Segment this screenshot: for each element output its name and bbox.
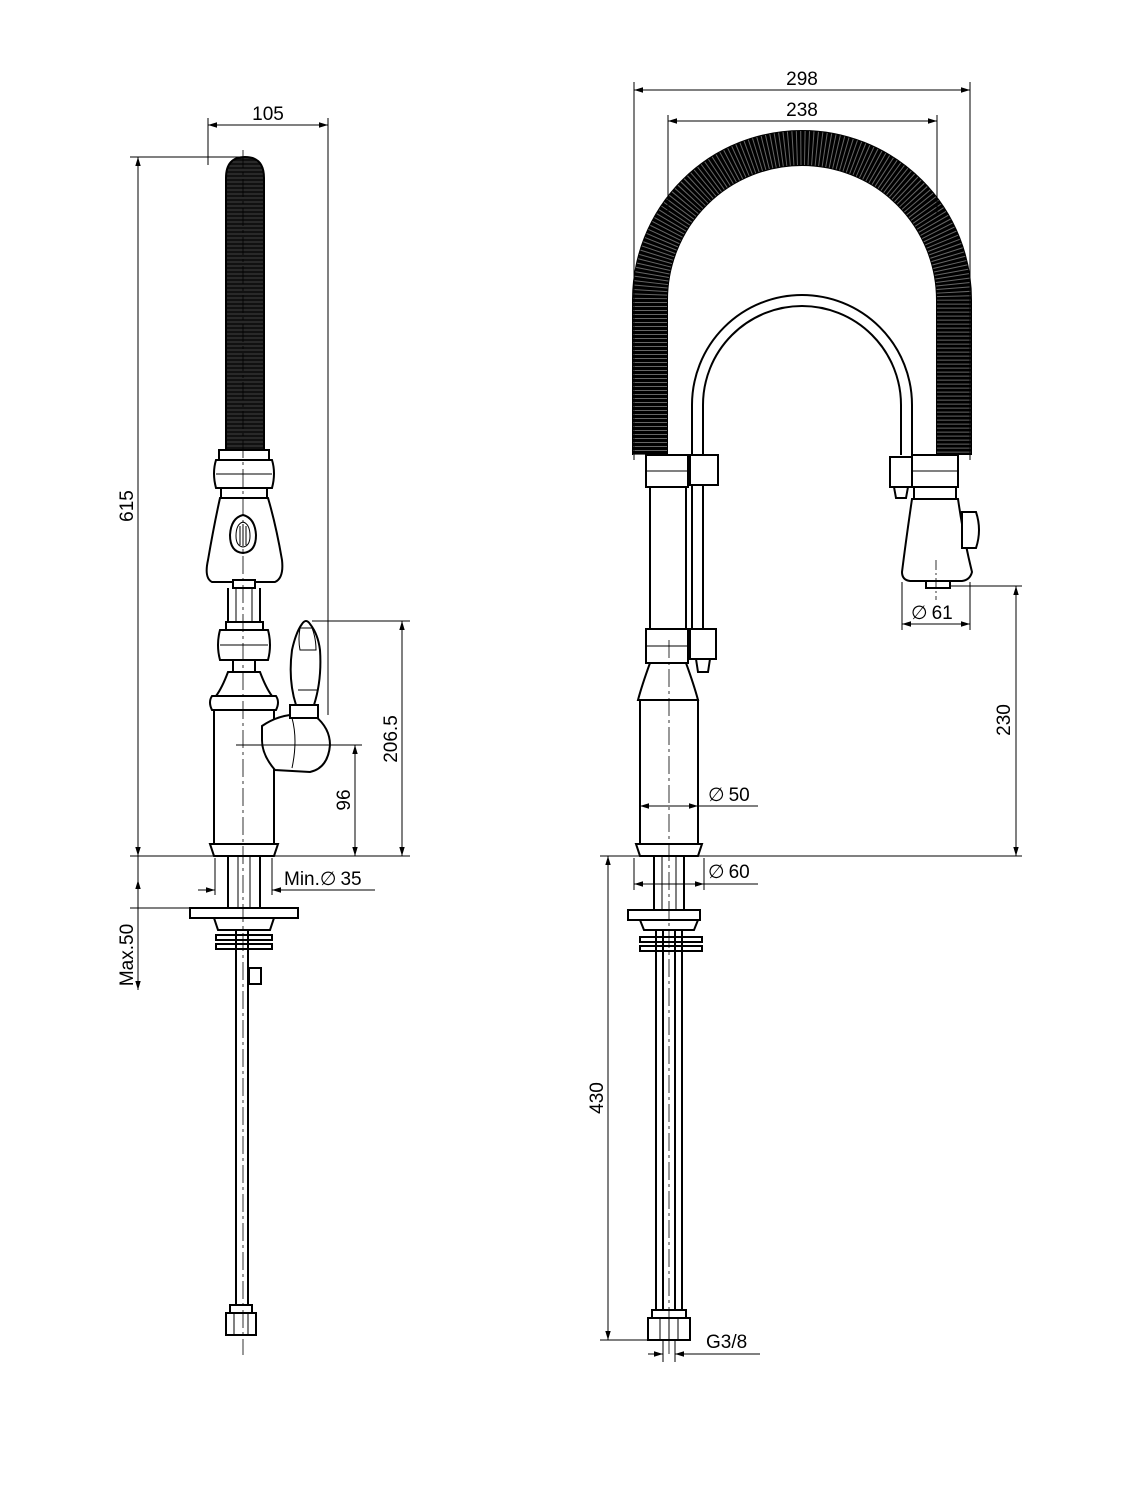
- front-underdeck: [627, 856, 703, 1341]
- diameter-symbol: ∅: [911, 603, 928, 624]
- dim-deck-max-label: Max.50: [117, 924, 138, 986]
- side-view: 105 615 206.5 96 Min.∅: [117, 104, 410, 1355]
- front-hose: [632, 130, 972, 455]
- dim-deck-max: Max.50: [117, 856, 190, 990]
- side-neck: [214, 588, 274, 697]
- svg-text:∅50: ∅50: [708, 785, 750, 806]
- spray-button-icon-front: [961, 511, 980, 549]
- dim-spout-height-label: 230: [994, 704, 1015, 736]
- svg-text:Min.∅35: Min.∅35: [284, 869, 362, 890]
- dim-thread: G3/8: [648, 1332, 760, 1362]
- dim-inner-width: 238: [667, 100, 938, 215]
- svg-text:∅60: ∅60: [708, 862, 750, 883]
- diameter-symbol: ∅: [708, 862, 725, 883]
- dim-hole-min-label: Min.: [284, 869, 320, 890]
- dim-supply-length-label: 430: [587, 1082, 608, 1114]
- dim-outer-width: 298: [633, 69, 971, 460]
- dim-body-diameter: ∅50: [640, 785, 758, 809]
- dim-spray-diameter-label: 61: [932, 603, 953, 624]
- dim-height-total-label: 615: [117, 490, 138, 522]
- side-spray-head: [205, 449, 284, 589]
- dim-body-diameter-label: 50: [729, 785, 750, 806]
- svg-text:∅61: ∅61: [911, 603, 953, 624]
- front-spray-head: [889, 454, 980, 589]
- dim-outer-width-label: 298: [786, 69, 818, 90]
- dim-base-diameter: ∅60: [633, 858, 758, 890]
- dim-width-top: 105: [207, 104, 329, 715]
- side-handle: [261, 620, 332, 774]
- dim-handle-height: 206.5: [312, 620, 410, 856]
- dim-spray-diameter: ∅61: [901, 582, 971, 630]
- dim-inner-width-label: 238: [786, 100, 818, 121]
- side-body: [208, 695, 280, 857]
- front-view: 298 238 ∅61 230: [587, 69, 1022, 1362]
- dim-spout-height: 230: [950, 585, 1022, 856]
- dim-handle-axis-label: 96: [334, 789, 355, 810]
- dim-base-diameter-label: 60: [729, 862, 750, 883]
- front-inner-pipe: [691, 294, 913, 455]
- diameter-symbol: ∅: [320, 869, 337, 890]
- dim-height-total: 615: [117, 156, 243, 856]
- dim-handle-axis: 96: [236, 744, 362, 856]
- dim-supply-length: 430: [587, 856, 654, 1341]
- dim-hole-min: Min.∅35: [198, 858, 375, 895]
- lever-handle: [289, 620, 322, 706]
- side-hose: [225, 155, 265, 453]
- dim-handle-height-label: 206.5: [381, 715, 402, 763]
- side-underdeck: [189, 856, 299, 1336]
- front-body-column: [634, 454, 719, 857]
- diameter-symbol: ∅: [708, 785, 725, 806]
- dim-thread-label: G3/8: [706, 1332, 747, 1353]
- dim-hole-min-value: 35: [340, 869, 361, 890]
- dim-width-top-label: 105: [252, 104, 284, 125]
